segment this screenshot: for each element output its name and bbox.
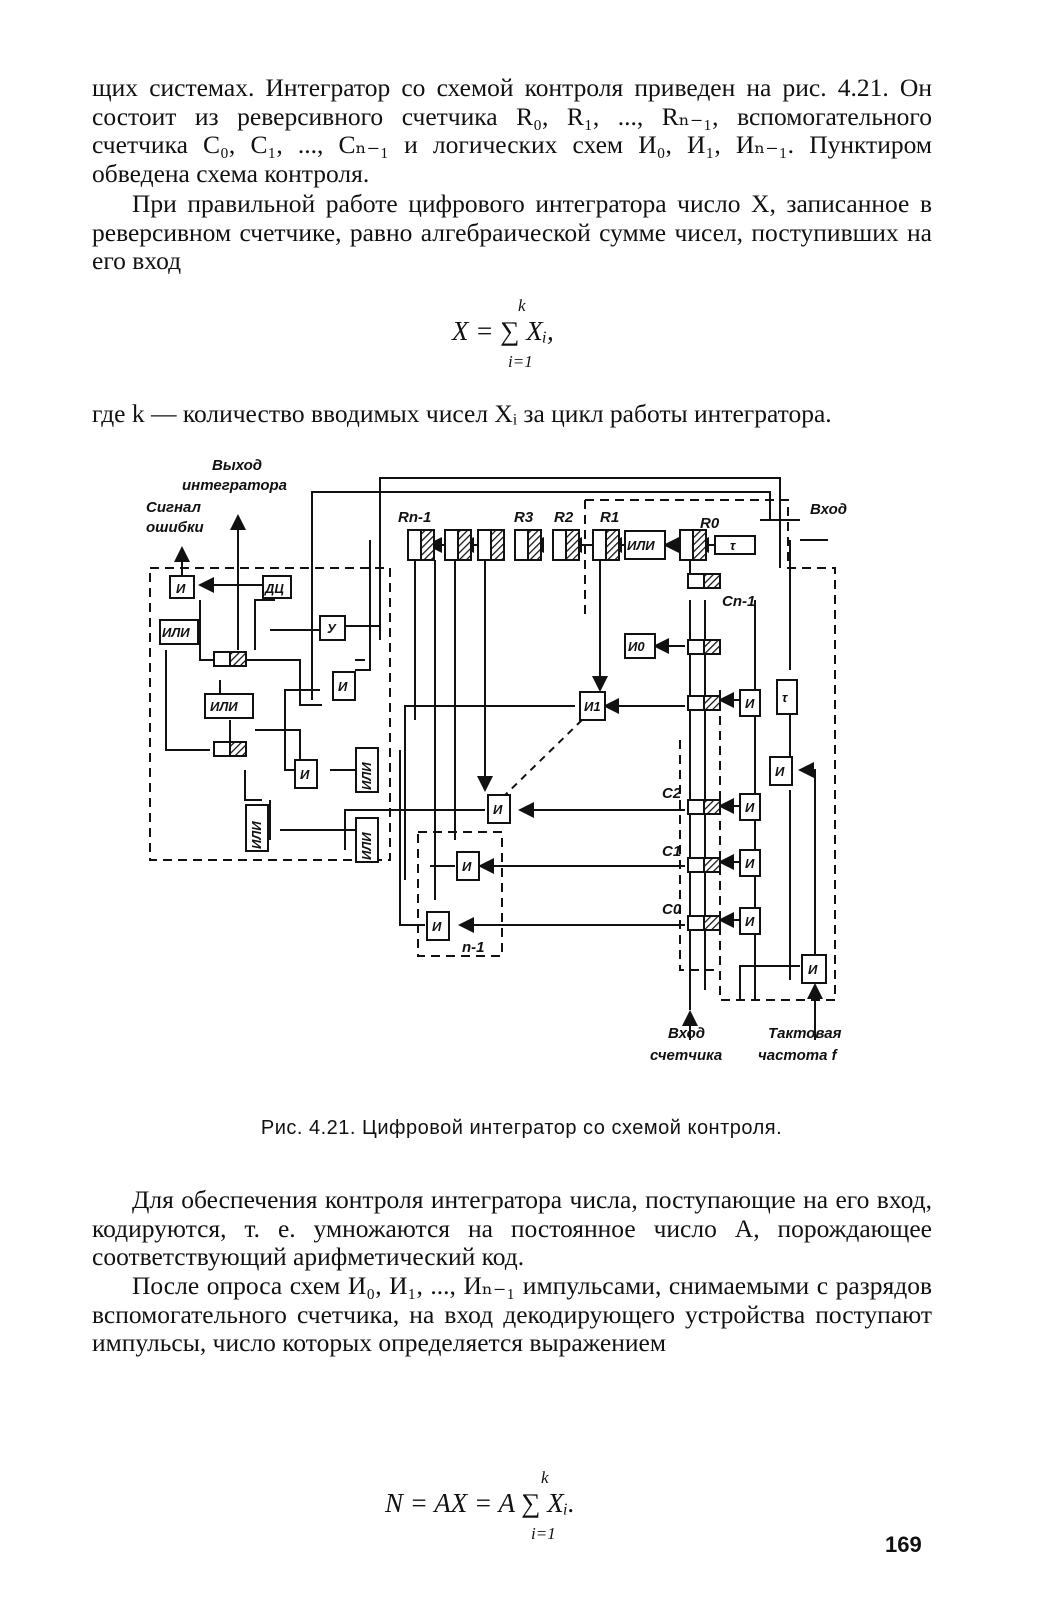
formula-1: X = ∑ Xᵢ, k i=1 <box>452 296 554 371</box>
label-c2: C2 <box>662 785 682 802</box>
block-i-c1 <box>739 849 761 877</box>
block-i-right-1 <box>739 689 761 717</box>
label-i-c0: И <box>745 914 755 929</box>
block-i-left-2 <box>294 759 318 789</box>
label-c1: C1 <box>662 843 681 860</box>
label-clock-1: Тактовая <box>768 1025 842 1042</box>
label-i0: И0 <box>628 639 645 654</box>
label-i-left-1: И <box>338 679 348 694</box>
label-i-mid-3: И <box>432 919 442 934</box>
control-box-left <box>149 567 391 861</box>
block-dc <box>262 575 292 599</box>
block-i1 <box>579 691 606 721</box>
label-i-right-1: И <box>745 696 755 711</box>
label-output-2: интегратора <box>182 477 287 494</box>
label-i-mid-2: И <box>462 859 472 874</box>
label-tau-right: τ <box>782 690 788 705</box>
block-u <box>319 615 346 641</box>
label-r2: R2 <box>554 509 574 526</box>
block-i-mid-3 <box>426 911 450 941</box>
block-ili-left-2 <box>204 693 254 719</box>
block-tau-top <box>714 535 756 555</box>
control-box-lower <box>417 831 503 957</box>
label-r0: R0 <box>700 515 720 532</box>
formula-1-body: X = ∑ Xᵢ, <box>452 316 554 346</box>
block-tau-right <box>776 679 798 715</box>
formula-1-upper: k <box>518 296 526 315</box>
label-input: Вход <box>810 501 847 518</box>
formula-2: N = AX = A ∑ Xᵢ. k i=1 <box>385 1468 575 1543</box>
label-ili-left-2: ИЛИ <box>210 699 238 714</box>
label-i-left-2: И <box>300 767 310 782</box>
block-ili-vert-3 <box>355 817 379 863</box>
block-i-mid-1 <box>487 794 511 824</box>
label-i-c1: И <box>745 856 755 871</box>
label-clock-2: частота f <box>758 1047 839 1064</box>
label-tau-top: τ <box>730 538 736 553</box>
label-i-clock: И <box>808 962 818 977</box>
label-ili-vert-2: ИЛИ <box>249 821 264 849</box>
label-ili-top: ИЛИ <box>627 538 655 553</box>
label-ili-left-1: ИЛИ <box>162 625 190 640</box>
figure-caption: Рис. 4.21. Цифровой интегратор со схемой… <box>260 1117 783 1139</box>
label-i-error: И <box>176 581 186 596</box>
formula-2-upper: k <box>541 1468 549 1487</box>
label-rn1: Rn-1 <box>398 509 431 526</box>
label-i-mid-1: И <box>493 802 503 817</box>
label-counter-input-1: Вход <box>668 1025 705 1042</box>
block-ili-left-1 <box>159 619 199 645</box>
block-i0 <box>624 633 656 659</box>
label-dc: ДЦ <box>264 581 284 596</box>
block-i-error <box>169 575 195 599</box>
block-ili-vert-1 <box>355 747 379 793</box>
block-i-mid-2 <box>456 851 480 881</box>
label-r1: R1 <box>600 509 619 526</box>
block-i-right-2 <box>769 756 793 786</box>
label-ili-vert-1: ИЛИ <box>359 762 374 790</box>
label-r3: R3 <box>514 509 534 526</box>
control-box-right <box>585 499 836 1001</box>
label-error-1: Сигнал <box>146 499 202 516</box>
label-cn1: Cn-1 <box>722 593 755 610</box>
label-u: У <box>327 621 337 636</box>
label-i-c2: И <box>745 800 755 815</box>
block-i-c0 <box>739 907 761 935</box>
label-error-2: ошибки <box>146 519 204 536</box>
label-output-1: Выход <box>212 457 262 474</box>
label-counter-input-2: счетчика <box>650 1047 722 1064</box>
paragraph-2: При правильной работе цифрового интеграт… <box>92 189 932 275</box>
formula-2-body: N = AX = A ∑ Xᵢ. <box>385 1488 575 1518</box>
paragraph-5: После опроса схем И₀, И₁, ..., Иₙ₋₁ импу… <box>92 1271 932 1357</box>
block-ili-vert-2 <box>245 804 269 852</box>
page-number: 169 <box>885 1532 922 1557</box>
paragraph-3: где k — количество вводимых чисел Xᵢ за … <box>92 399 832 428</box>
block-i-clock <box>801 954 827 984</box>
formula-1-lower: i=1 <box>508 352 533 371</box>
paragraph-4: Для обеспечения контроля интегратора чис… <box>92 1185 932 1271</box>
paragraph-1: щих системах. Интегратор со схемой контр… <box>92 73 932 188</box>
block-ili-top <box>624 530 666 560</box>
formula-2-lower: i=1 <box>531 1524 556 1543</box>
block-i-c2 <box>739 793 761 821</box>
label-ili-vert-3: ИЛИ <box>359 832 374 860</box>
label-i-right-2: И <box>775 764 785 779</box>
block-i-left-1 <box>332 671 356 701</box>
label-n1: n-1 <box>462 939 485 956</box>
label-c0: C0 <box>662 901 682 918</box>
label-i1: И1 <box>584 699 601 714</box>
